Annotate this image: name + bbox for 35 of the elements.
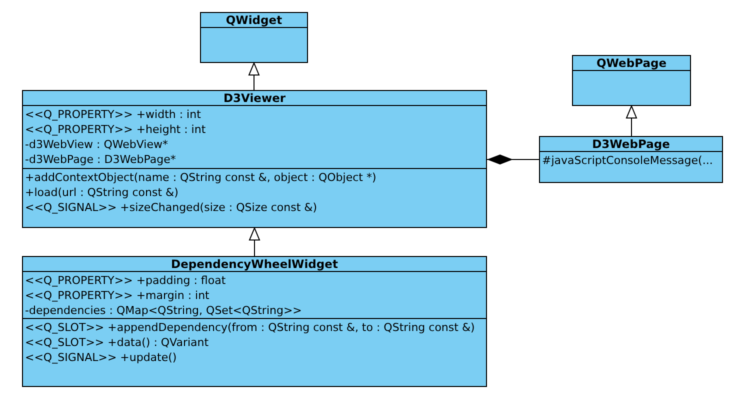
member-text: +addContextObject(name : QString const &, object : QObject *) bbox=[25, 170, 376, 185]
class-name: D3Viewer bbox=[23, 91, 486, 106]
class-box bbox=[539, 136, 723, 183]
member-text: <<Q_PROPERTY>> +padding : float bbox=[25, 273, 226, 288]
class-compartment bbox=[201, 28, 307, 62]
inheritance-arrow bbox=[248, 62, 260, 90]
member-text: -dependencies : QMap<QString, QSet<QString>> bbox=[25, 303, 302, 318]
composition-line bbox=[486, 154, 540, 164]
member-text: -d3WebView : QWebView* bbox=[25, 137, 168, 152]
class-name: D3WebPage bbox=[540, 137, 722, 152]
member-text: <<Q_PROPERTY>> +height : int bbox=[25, 122, 206, 137]
member-text: #javaScriptConsoleMessage(... bbox=[542, 153, 713, 168]
class-box bbox=[22, 256, 487, 387]
member-text: <<Q_PROPERTY>> +margin : int bbox=[25, 288, 210, 303]
inheritance-arrow bbox=[626, 106, 637, 136]
member-text: -d3WebPage : D3WebPage* bbox=[25, 152, 176, 167]
class-box bbox=[22, 90, 487, 228]
member-text: <<Q_SLOT>> +data() : QVariant bbox=[25, 335, 209, 350]
class-name: DependencyWheelWidget bbox=[23, 257, 486, 272]
class-compartment bbox=[23, 106, 486, 169]
inheritance-arrow bbox=[249, 228, 260, 256]
class-compartment bbox=[23, 319, 486, 386]
member-text: <<Q_SIGNAL>> +sizeChanged(size : QSize const &) bbox=[25, 200, 318, 215]
member-text: +load(url : QString const &) bbox=[25, 185, 178, 200]
class-compartment bbox=[540, 152, 722, 182]
member-text: <<Q_SIGNAL>> +update() bbox=[25, 350, 177, 365]
class-compartment bbox=[23, 272, 486, 319]
member-text: <<Q_PROPERTY>> +width : int bbox=[25, 107, 201, 122]
class-compartment bbox=[573, 71, 690, 105]
class-compartment bbox=[23, 169, 486, 227]
class-box bbox=[572, 55, 691, 106]
class-name: QWebPage bbox=[573, 56, 690, 71]
class-name: QWidget bbox=[201, 13, 307, 28]
class-box bbox=[200, 12, 308, 63]
member-text: <<Q_SLOT>> +appendDependency(from : QString const &, to : QString const &) bbox=[25, 320, 475, 335]
